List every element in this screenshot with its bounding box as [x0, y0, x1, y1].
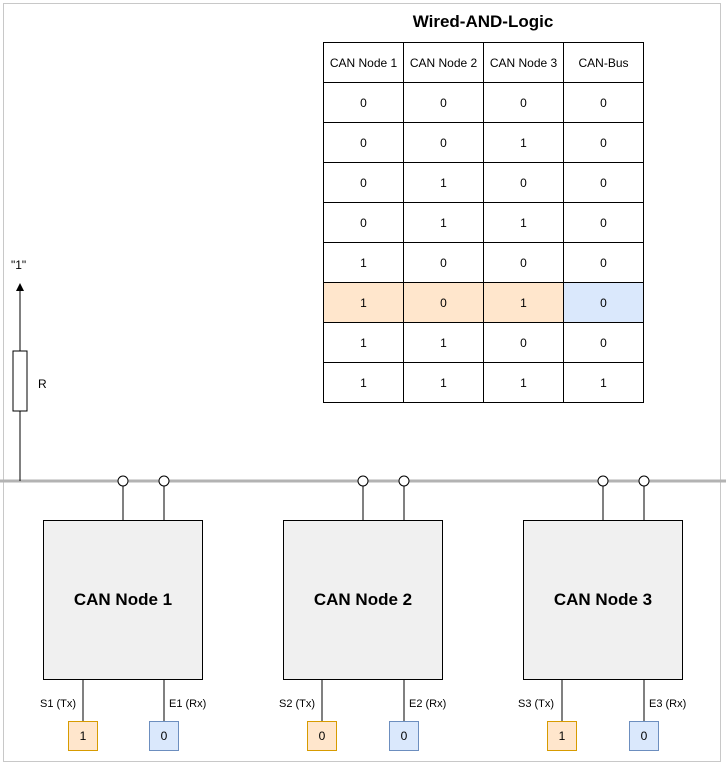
table-cell: 1 — [483, 202, 564, 243]
node-2-tx-bus-terminal — [357, 475, 369, 487]
table-cell: 0 — [403, 242, 484, 283]
table-cell-highlighted: 1 — [483, 282, 564, 323]
node-3-tx-label: S3 (Tx) — [518, 698, 555, 710]
table-cell: 1 — [323, 242, 404, 283]
node-1-rx-bus-terminal — [158, 475, 170, 487]
node-1-tx-bus-terminal — [117, 475, 129, 487]
can-node-1-label: CAN Node 1 — [73, 590, 173, 609]
node-1-rx-label: E1 (Rx) — [169, 698, 207, 710]
header-can-node-1: CAN Node 1 — [323, 42, 404, 83]
table-row: 0 0 1 0 — [323, 122, 644, 163]
table-cell: 1 — [403, 202, 484, 243]
node-3-tx-bus-terminal — [597, 475, 609, 487]
node-3-rx-value: 0 — [629, 721, 659, 751]
table-cell: 1 — [403, 362, 484, 403]
node-3-rx-label: E3 (Rx) — [649, 698, 687, 710]
resistor-label: R — [38, 377, 47, 391]
node-1-tx-label: S1 (Tx) — [40, 698, 77, 710]
table-cell: 1 — [483, 362, 564, 403]
node-2-tx-value: 0 — [307, 721, 337, 751]
diagram-frame — [3, 3, 721, 762]
table-cell: 0 — [323, 82, 404, 123]
table-row: 0 1 1 0 — [323, 202, 644, 243]
table-row: 1 0 0 0 — [323, 242, 644, 283]
table-cell: 0 — [563, 242, 644, 283]
can-node-1: CAN Node 1 — [43, 520, 203, 680]
table-cell: 0 — [563, 162, 644, 203]
diagram-title: Wired-AND-Logic — [412, 12, 554, 31]
node-2-rx-label: E2 (Rx) — [409, 698, 447, 710]
can-node-2-label: CAN Node 2 — [313, 590, 413, 609]
table-cell: 0 — [403, 122, 484, 163]
header-can-node-2: CAN Node 2 — [403, 42, 484, 83]
can-node-3: CAN Node 3 — [523, 520, 683, 680]
truth-table: CAN Node 1 CAN Node 2 CAN Node 3 CAN-Bus… — [323, 42, 644, 403]
table-row: 1 1 1 1 — [323, 362, 644, 403]
can-node-3-label: CAN Node 3 — [553, 590, 653, 609]
resistor-symbol — [12, 350, 28, 412]
table-cell: 1 — [323, 362, 404, 403]
node-3-tx-value: 1 — [547, 721, 577, 751]
node-1-rx-value: 0 — [149, 721, 179, 751]
node-3-rx-bus-terminal — [638, 475, 650, 487]
table-cell: 0 — [563, 82, 644, 123]
table-cell: 1 — [403, 162, 484, 203]
node-2-tx-label: S2 (Tx) — [279, 698, 316, 710]
can-node-2: CAN Node 2 — [283, 520, 443, 680]
table-cell: 0 — [483, 82, 564, 123]
header-can-node-3: CAN Node 3 — [483, 42, 564, 83]
pullup-level-label: "1" — [11, 258, 27, 272]
table-row: 1 1 0 0 — [323, 322, 644, 363]
table-row-highlighted: 1 0 1 0 — [323, 282, 644, 323]
node-1-tx-value: 1 — [68, 721, 98, 751]
table-row: 0 0 0 0 — [323, 82, 644, 123]
node-2-rx-bus-terminal — [398, 475, 410, 487]
truth-table-header-row: CAN Node 1 CAN Node 2 CAN Node 3 CAN-Bus — [323, 42, 644, 83]
table-cell: 0 — [323, 122, 404, 163]
table-cell: 0 — [563, 322, 644, 363]
table-cell: 1 — [483, 122, 564, 163]
node-2-rx-value: 0 — [389, 721, 419, 751]
table-cell-highlighted: 1 — [323, 282, 404, 323]
table-cell: 1 — [563, 362, 644, 403]
